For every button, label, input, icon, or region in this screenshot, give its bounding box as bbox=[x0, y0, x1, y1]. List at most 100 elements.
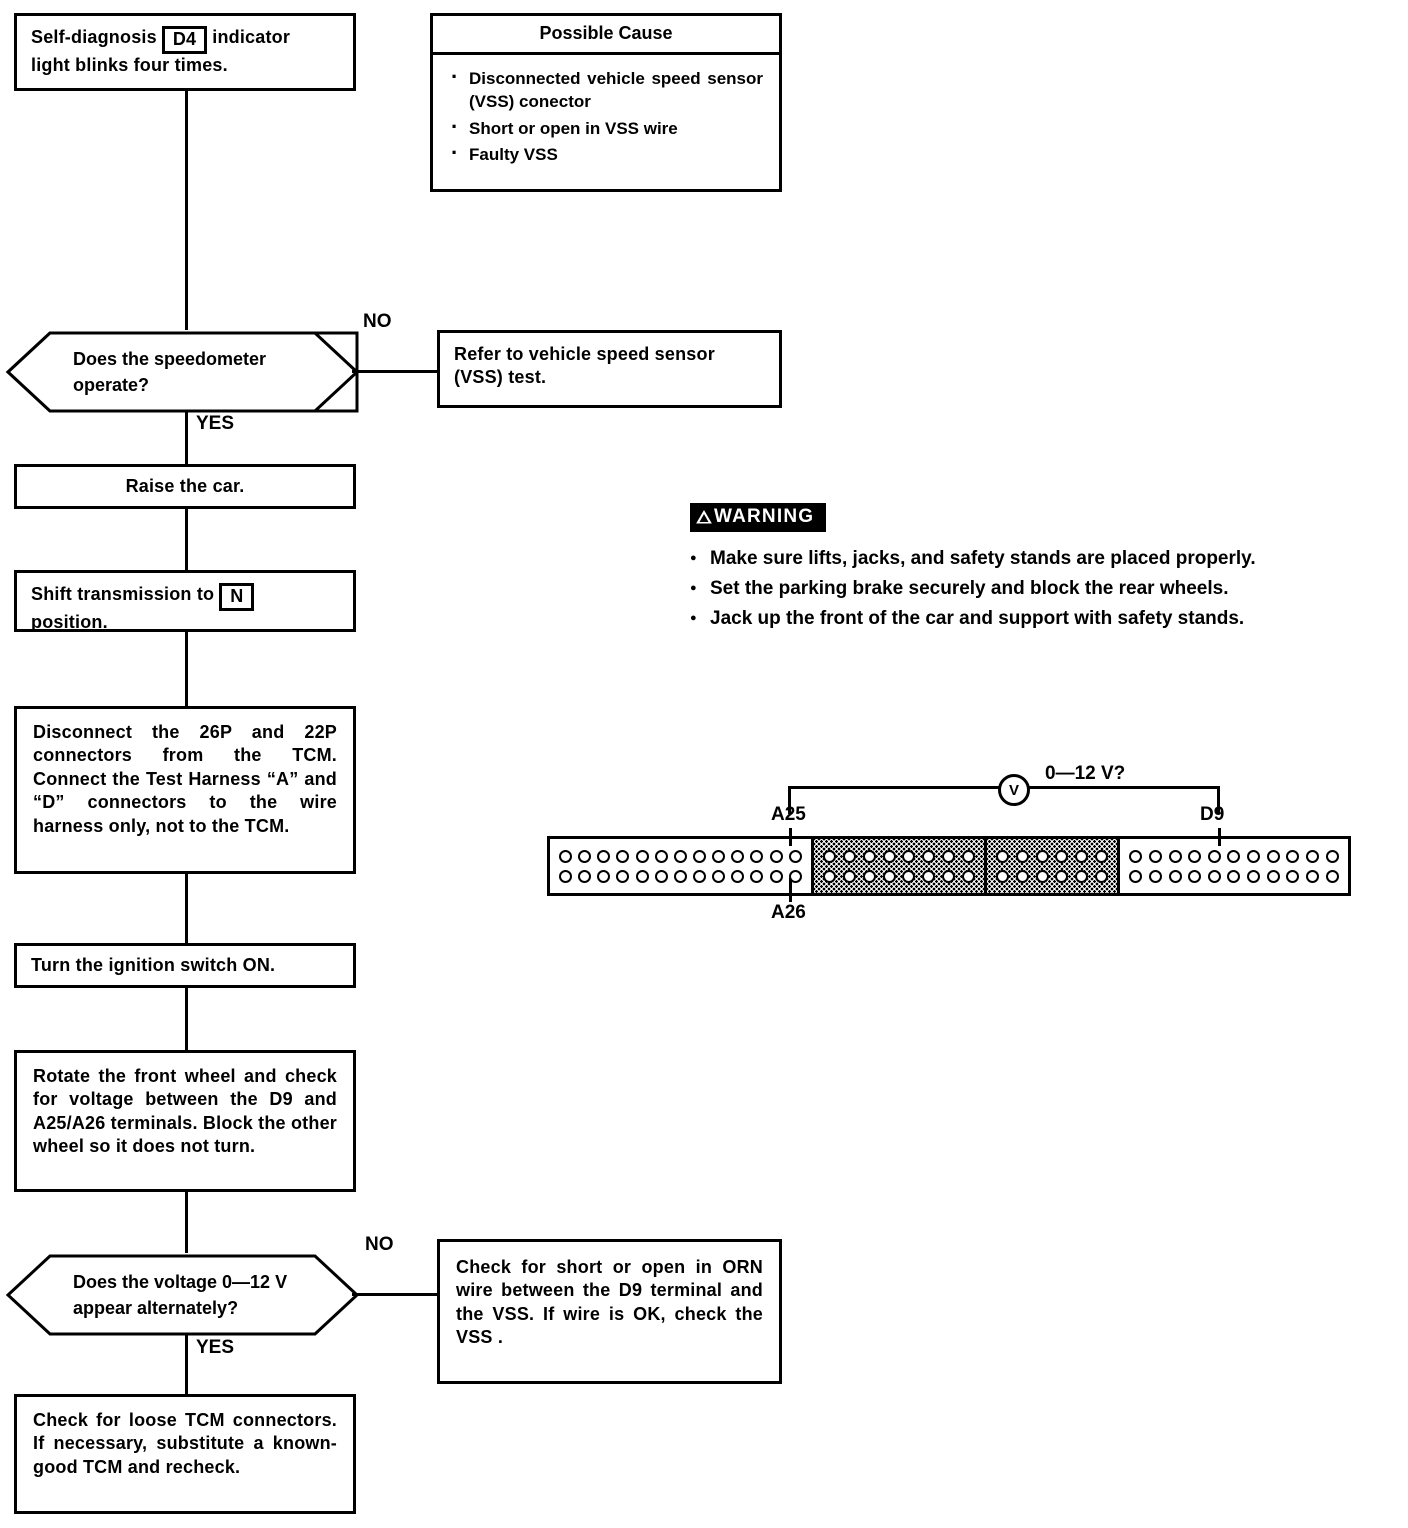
pin bbox=[1325, 869, 1339, 883]
terminal-label-d9: D9 bbox=[1200, 804, 1225, 825]
pin bbox=[731, 849, 745, 863]
pin bbox=[1188, 869, 1202, 883]
pin bbox=[1015, 869, 1029, 883]
possible-cause-panel: Possible Cause Disconnected vehicle spee… bbox=[430, 13, 782, 192]
pin bbox=[693, 869, 707, 883]
warning-item-list: Make sure lifts, jacks, and safety stand… bbox=[690, 544, 1256, 634]
decision1-yes-branch-line bbox=[185, 411, 188, 464]
warning-banner: WARNING bbox=[690, 503, 827, 532]
pin bbox=[1129, 849, 1143, 863]
voltmeter-icon: V bbox=[998, 774, 1030, 806]
pin bbox=[1188, 849, 1202, 863]
pin bbox=[941, 849, 955, 863]
pin bbox=[1015, 849, 1029, 863]
pin bbox=[597, 869, 611, 883]
check-loose-tcm-box: Check for loose TCM connectors. If neces… bbox=[14, 1394, 356, 1514]
pin-d9 bbox=[1207, 849, 1221, 863]
start-line-2: light blinks four times. bbox=[31, 55, 228, 76]
decision-speedometer: Does the speedometer operate? bbox=[5, 330, 360, 414]
pin bbox=[1286, 869, 1300, 883]
connector-segment-3 bbox=[984, 836, 1120, 896]
decision1-line-1: Does the speedometer bbox=[73, 348, 267, 369]
pin bbox=[750, 869, 764, 883]
pin-row-top bbox=[556, 846, 805, 866]
pin bbox=[654, 849, 668, 863]
pin bbox=[559, 849, 573, 863]
pin bbox=[559, 869, 573, 883]
decision1-yes-label: YES bbox=[196, 413, 235, 434]
pin bbox=[1247, 849, 1261, 863]
pin bbox=[1168, 849, 1182, 863]
pin bbox=[843, 869, 857, 883]
pin bbox=[1286, 849, 1300, 863]
voltage-range-label: 0—12 V? bbox=[1045, 763, 1126, 784]
decision2-yes-label: YES bbox=[196, 1337, 235, 1358]
pin bbox=[1305, 869, 1319, 883]
pin-row-top bbox=[820, 846, 978, 866]
pin bbox=[1305, 849, 1319, 863]
pin bbox=[1035, 869, 1049, 883]
pin bbox=[1266, 849, 1280, 863]
raise-car-box: Raise the car. bbox=[14, 464, 356, 509]
pin bbox=[769, 869, 783, 883]
pin bbox=[654, 869, 668, 883]
pin bbox=[902, 869, 916, 883]
warning-triangle-icon bbox=[696, 510, 712, 524]
connector-segment-1 bbox=[547, 836, 814, 896]
refer-line-2: (VSS) test. bbox=[454, 367, 547, 388]
pin bbox=[1094, 849, 1108, 863]
pin-a25 bbox=[788, 849, 802, 863]
pin bbox=[1094, 869, 1108, 883]
warning-item: Make sure lifts, jacks, and safety stand… bbox=[690, 544, 1256, 574]
decision-voltage: Does the voltage 0—12 V appear alternate… bbox=[5, 1253, 360, 1337]
bracket-left-leg bbox=[788, 786, 791, 814]
terminal-label-a26: A26 bbox=[771, 902, 806, 923]
pin bbox=[843, 849, 857, 863]
shift-line-2: position. bbox=[31, 612, 108, 633]
check-orn-wire-box: Check for short or open in ORN wire betw… bbox=[437, 1239, 782, 1384]
pin bbox=[961, 869, 975, 883]
warning-item: Jack up the front of the car and support… bbox=[690, 604, 1256, 634]
possible-cause-title: Possible Cause bbox=[430, 13, 782, 52]
decision2-no-branch-line bbox=[352, 1293, 438, 1296]
pin bbox=[712, 869, 726, 883]
decision1-line-2: operate? bbox=[73, 375, 150, 395]
terminal-label-a25: A25 bbox=[771, 804, 806, 825]
pin bbox=[882, 849, 896, 863]
decision2-line-2: appear alternately? bbox=[73, 1298, 239, 1318]
pin bbox=[731, 869, 745, 883]
pin bbox=[1207, 869, 1221, 883]
pin bbox=[1055, 849, 1069, 863]
pin-a26 bbox=[788, 869, 802, 883]
pin bbox=[902, 849, 916, 863]
pin bbox=[1227, 849, 1241, 863]
pin bbox=[1247, 869, 1261, 883]
pin bbox=[1325, 849, 1339, 863]
pin bbox=[922, 869, 936, 883]
pin bbox=[882, 869, 896, 883]
connector-measurement-diagram: V 0—12 V? A25 D9 A26 bbox=[540, 760, 1360, 940]
pin bbox=[673, 849, 687, 863]
warning-item: Set the parking brake securely and block… bbox=[690, 574, 1256, 604]
pin-row-top bbox=[1126, 846, 1342, 866]
pin bbox=[1227, 869, 1241, 883]
pin bbox=[769, 849, 783, 863]
pin bbox=[1148, 869, 1162, 883]
decision2-yes-branch-line bbox=[185, 1334, 188, 1394]
pin bbox=[750, 849, 764, 863]
refer-vss-test-box: Refer to vehicle speed sensor (VSS) test… bbox=[437, 330, 782, 408]
pin-row-bottom bbox=[993, 866, 1111, 886]
connector-disconnect-to-ignition bbox=[185, 874, 188, 943]
pin-row-bottom bbox=[556, 866, 805, 886]
pin bbox=[597, 849, 611, 863]
pin bbox=[1074, 869, 1088, 883]
cause-item: Disconnected vehicle speed sensor (VSS) … bbox=[449, 65, 763, 114]
pointer-a26 bbox=[789, 878, 792, 902]
pin bbox=[1074, 849, 1088, 863]
pin bbox=[1168, 869, 1182, 883]
cause-item: Short or open in VSS wire bbox=[449, 115, 763, 140]
